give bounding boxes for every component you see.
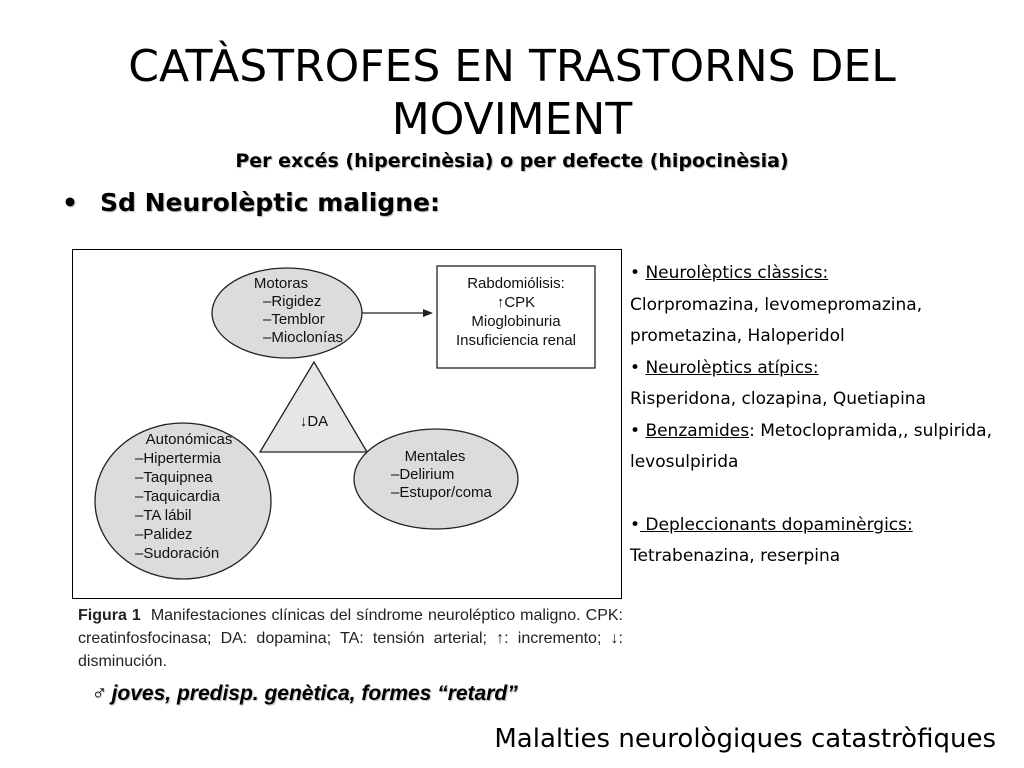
slide-subtitle: Per excés (hipercinèsia) o per defecte (… (235, 150, 789, 172)
benzamides-label: Benzamides (645, 420, 750, 441)
autonomicas-item-5: –Palidez (135, 526, 193, 543)
main-bullet-label: Sd Neurolèptic maligne: (100, 188, 440, 217)
atipics-text: Risperidona, clozapina, Quetiapina (630, 389, 926, 409)
list-spacer (630, 479, 1010, 510)
mentales-item-2: –Estupor/coma (391, 484, 493, 501)
drug-item-deplec: • Depleccionants dopaminèrgics: (630, 514, 913, 535)
benzamides-text: : Metoclopramida,, sulpirida, levosulpir… (630, 420, 992, 473)
mentales-ellipse (353, 428, 519, 530)
arrow-head-icon (423, 309, 433, 317)
bullet-dot-icon: • (62, 188, 78, 217)
caption-text: Manifestaciones clínicas del síndrome ne… (78, 607, 624, 670)
drug-list: • Neurolèptics clàssics: Clorpromazina, … (630, 258, 1010, 573)
motoras-title: Motoras (254, 275, 308, 292)
caption-label: Figura 1 (78, 607, 141, 624)
mentales-title: Mentales (405, 448, 466, 465)
risk-note: ♂ joves, predisp. genètica, formes “reta… (90, 682, 518, 705)
drug-item-atipics: • Neurolèptics atípics: (630, 357, 819, 378)
rabdo-box (436, 265, 596, 369)
rabdo-line-3: Mioglobinuria (471, 313, 561, 330)
motoras-item-3: –Mioclonías (263, 329, 343, 346)
drug-item-benzamides: • Benzamides: Metoclopramida,, sulpirida… (630, 420, 992, 473)
autonomicas-item-4: –TA lábil (135, 507, 191, 524)
autonomicas-item-2: –Taquipnea (135, 469, 213, 486)
rabdo-line-2: ↑CPK (497, 294, 535, 311)
drug-item-classics: • Neurolèptics clàssics: (630, 263, 829, 283)
classics-label: Neurolèptics clàssics: (645, 263, 829, 283)
deplec-label: Depleccionants dopaminèrgics: (640, 514, 913, 535)
autonomicas-item-6: –Sudoración (135, 545, 219, 562)
mentales-item-1: –Delirium (391, 466, 454, 483)
autonomicas-ellipse (94, 422, 272, 580)
motoras-item-1: –Rigidez (263, 293, 321, 310)
figure-image: ↓DA Motoras –Rigidez –Temblor –Mioclonía… (72, 249, 622, 599)
deplec-text: Tetrabenazina, reserpina (630, 546, 841, 566)
rabdo-line-1: Rabdomiólisis: (467, 275, 565, 292)
atipics-label: Neurolèptics atípics: (645, 357, 819, 378)
slide-title: CATÀSTROFES EN TRASTORNS DEL MOVIMENT (128, 41, 896, 145)
rabdo-line-4: Insuficiencia renal (456, 332, 576, 349)
autonomicas-title: Autonómicas (146, 431, 233, 448)
main-bullet: • Sd Neurolèptic maligne: (62, 188, 440, 217)
motoras-item-2: –Temblor (263, 311, 325, 328)
da-label: ↓DA (300, 413, 328, 430)
da-triangle (258, 360, 369, 453)
autonomicas-item-3: –Taquicardia (135, 488, 221, 505)
slide-footer: Malalties neurològiques catastròfiques (494, 724, 996, 754)
autonomicas-item-1: –Hipertermia (135, 450, 222, 467)
nms-diagram: ↓DA Motoras –Rigidez –Temblor –Mioclonía… (94, 265, 596, 580)
classics-text: Clorpromazina, levomepromazina, prometaz… (630, 294, 923, 347)
